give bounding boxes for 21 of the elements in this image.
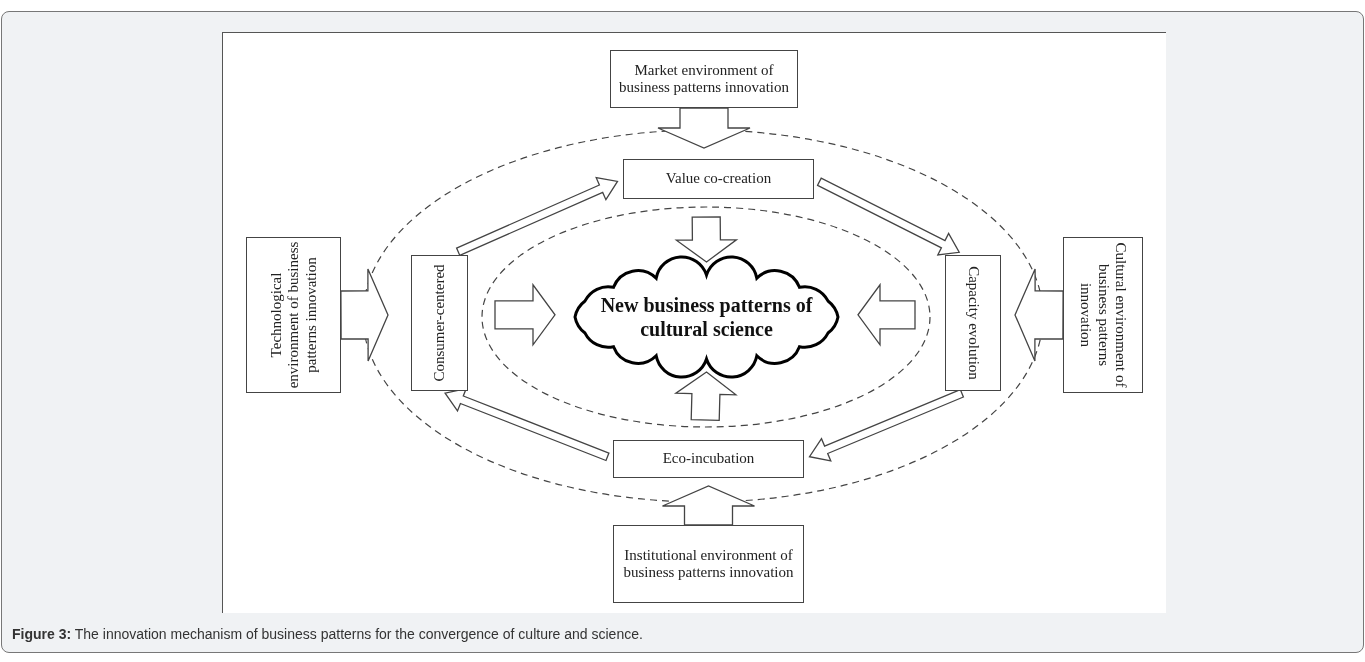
process-box: Institutional environment of business patterns innovation (613, 525, 804, 603)
block-arrow (1014, 268, 1064, 362)
block-arrow (340, 268, 389, 362)
block-arrow (657, 107, 751, 149)
block-arrow (808, 388, 965, 462)
process-box: Market environment of business patterns innovation (610, 50, 798, 108)
vertical-box: Technological environment of business patterns innovation (246, 237, 341, 393)
block-arrow (857, 282, 916, 347)
process-box: Eco-incubation (613, 440, 804, 478)
block-arrow (455, 176, 619, 257)
cloud-label: New business patterns of cultural science (599, 293, 814, 341)
block-arrow (673, 371, 738, 422)
block-arrow (816, 177, 961, 256)
process-box: Value co-creation (623, 159, 814, 199)
vertical-box: Capacity evolution (945, 255, 1001, 391)
block-arrow (661, 485, 756, 526)
block-arrow (674, 216, 739, 263)
vertical-box: Consumer-centered (411, 255, 468, 391)
figure-caption: Figure 3: The innovation mechanism of business patterns for the convergence of culture and science. (12, 626, 643, 642)
vertical-box: Cultural environment of business patterns innovation (1063, 237, 1143, 393)
block-arrow (494, 282, 556, 347)
